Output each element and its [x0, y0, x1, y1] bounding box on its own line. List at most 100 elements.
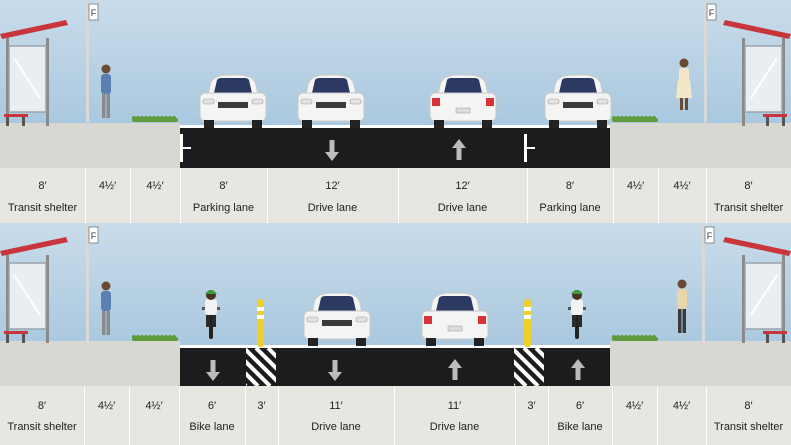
transit-shelter-icon [723, 237, 791, 343]
segment-label: 12′Drive lane [267, 168, 398, 223]
segment-name: Transit shelter [713, 202, 784, 214]
parking-stripe [524, 134, 527, 162]
grass-strip [612, 116, 658, 122]
parking-stripe [180, 134, 183, 162]
segment-labels-before: 8′ Transit shelter 4½′ 4½′ 8′ Parking lane 12′… [0, 168, 791, 223]
segment-width: 4½′ [145, 400, 163, 412]
segment-width: 8′ [37, 400, 47, 412]
segment-width: 4½′ [625, 400, 644, 412]
segment-label: 6′Bike lane [548, 386, 612, 445]
segment-width: 8′ [565, 180, 575, 192]
segment-width: 4½′ [672, 400, 691, 412]
arrow-down-icon [328, 360, 342, 381]
segment-label: 4½′ [612, 386, 657, 445]
segment-divider [129, 386, 130, 445]
segment-width: 3′ [527, 400, 536, 412]
segment-label: 4½′ [129, 386, 179, 445]
parking-stripe [183, 147, 191, 149]
arrow-up-icon [452, 139, 466, 160]
segment-width: 8′ [744, 400, 753, 412]
segment-name: Drive lane [311, 421, 361, 433]
segment-divider [612, 386, 613, 445]
segment-divider [515, 386, 516, 445]
segment-width: 4½′ [626, 180, 645, 192]
segment-label: 11′ Drive lane [278, 386, 394, 445]
segment-name: Parking lane [192, 202, 255, 214]
segment-label: 4½′ [85, 168, 130, 223]
segment-label: 4½′ [657, 386, 706, 445]
segment-width: 8′ [744, 180, 753, 192]
segment-divider [179, 386, 180, 445]
roadway [180, 348, 610, 386]
segment-divider [398, 168, 399, 223]
segment-divider [180, 168, 181, 223]
segment-label: 3′ [245, 386, 278, 445]
segment-divider [394, 386, 395, 445]
grass-strip [132, 116, 178, 122]
car-icon [303, 292, 371, 346]
segment-divider [84, 386, 85, 445]
segment-label: 4½′ [613, 168, 658, 223]
segment-name: Drive lane [437, 202, 488, 214]
segment-label: 6′Bike lane [179, 386, 245, 445]
segment-divider [130, 168, 131, 223]
segment-name: Parking lane [539, 202, 601, 214]
segment-name: Drive lane [429, 421, 480, 433]
segment-width: 3′ [257, 400, 266, 412]
svg-text:F: F [91, 8, 97, 18]
segment-width: 4½′ [673, 180, 691, 192]
segment-divider [658, 168, 659, 223]
arrow-down-icon [206, 360, 220, 381]
segment-name: Transit shelter [7, 421, 77, 433]
roadway [180, 128, 610, 168]
segment-width: 4½′ [146, 180, 164, 192]
segment-divider [613, 168, 614, 223]
car-icon [421, 292, 489, 346]
segment-label: 8′ Parking lane [527, 168, 613, 223]
street-sign-icon: F [704, 2, 717, 122]
segment-name: Bike lane [557, 421, 603, 433]
segment-divider [527, 168, 528, 223]
segment-label: 8′ Transit shelter [706, 168, 791, 223]
segment-label: 4½′ [658, 168, 706, 223]
sidewalk-right [610, 341, 791, 386]
segment-name: Transit shelter [7, 202, 78, 214]
street-sign-icon: F [702, 225, 715, 345]
street-sign-icon: F [86, 225, 99, 345]
pedestrian-icon [101, 281, 111, 335]
segment-width: 4½′ [97, 400, 116, 412]
transit-shelter-icon [0, 237, 68, 343]
transit-shelter-icon [723, 20, 791, 126]
arrow-down-icon [325, 140, 339, 161]
segment-width: 11′ [329, 400, 343, 412]
svg-text:F: F [91, 231, 97, 241]
car-icon [429, 74, 497, 128]
segment-divider [706, 386, 707, 445]
segment-divider [548, 386, 549, 445]
segment-label: 4½′ [84, 386, 129, 445]
svg-text:F: F [707, 231, 713, 241]
pedestrian-icon [101, 64, 111, 118]
grass-strip [612, 335, 658, 341]
arrow-up-icon [448, 359, 462, 380]
segment-width: 6′ [207, 400, 217, 412]
segment-label: 8′Parking lane [180, 168, 267, 223]
sky [0, 223, 791, 345]
segment-label: 11′ Drive lane [394, 386, 515, 445]
segment-divider [706, 168, 707, 223]
segment-label: 8′ Transit shelter [0, 386, 84, 445]
sidewalk-right [610, 123, 791, 168]
segment-divider [657, 386, 658, 445]
parking-stripe [527, 147, 535, 149]
segment-label: 12′Drive lane [398, 168, 527, 223]
segment-name: Transit shelter [713, 421, 784, 433]
car-icon [297, 74, 365, 128]
pedestrian-icon [677, 279, 687, 333]
segment-name: Drive lane [307, 202, 358, 214]
segment-width: 11′ [447, 400, 462, 412]
segment-label: 3′ [515, 386, 548, 445]
sidewalk-left [0, 341, 180, 386]
